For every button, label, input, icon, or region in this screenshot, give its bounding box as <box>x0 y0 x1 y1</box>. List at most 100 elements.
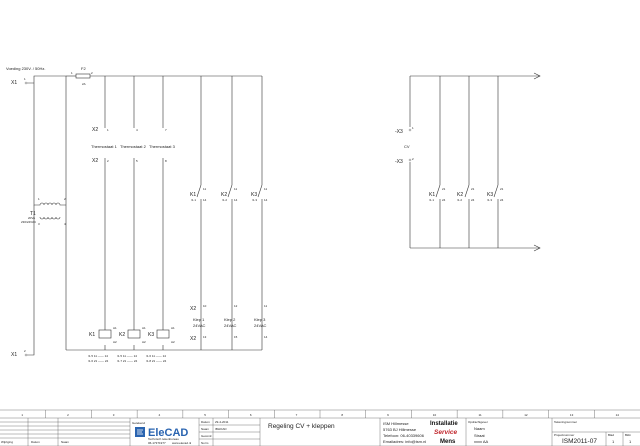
client-postcode: xxxx AA <box>474 439 489 444</box>
relay-k1-a2: A2 <box>113 340 117 344</box>
valve-1-wire <box>196 76 202 350</box>
relay-k3-coil <box>156 329 170 339</box>
cv-bus-top-arrow-icon <box>533 72 541 80</box>
date-label-checked: Gecontr. <box>201 434 213 438</box>
sheet-label: Blad <box>608 433 614 437</box>
title-block: Wijziging Datum Naam Getekend EleCAD Tec… <box>0 418 640 446</box>
valve-3-wire <box>257 76 263 350</box>
relay-k1-coil <box>98 329 112 339</box>
terminal-x1-top-symbol <box>24 81 28 85</box>
valve-1-voltage: 24VAC <box>193 323 205 328</box>
date-block: Datum Naam Gecontr. Norm 29-4-2011 IBHOA… <box>199 418 261 446</box>
thermostat-3-top-num: 7 <box>165 128 167 132</box>
relay-k3-a2: A2 <box>171 340 175 344</box>
terminal-x1-bottom: X1 <box>11 352 17 358</box>
transformer-voltage: 230/24VAC <box>21 220 37 224</box>
supply-wire-neutral <box>27 205 35 356</box>
valve-3-contact-ref: /1.3 <box>252 198 257 202</box>
cv-contact-k2-wire <box>464 76 470 248</box>
grid-number: 4 <box>159 413 161 417</box>
installatie-logo-line-3: Mens <box>440 439 456 445</box>
valve-section: K1 /1.1 11 14 X2 10 Klep 1 24VAC X2 13 K… <box>190 76 268 350</box>
date-label-name: Naam <box>201 427 210 431</box>
revision-header-change: Wijziging <box>1 440 13 444</box>
thermostat-column-3: 7 Thermostaat 3 8 K3 A1 A2 /1.6 11 —— 14… <box>146 76 176 363</box>
date-label-date: Datum <box>201 420 210 424</box>
cv-contact-k3-pin-b: 24 <box>500 198 504 202</box>
relay-k2-xref-b: /1.7 21 —— 24 <box>117 359 138 363</box>
thermostat-2-top-num: 4 <box>136 128 138 132</box>
valve-1-contact-ref: /1.1 <box>191 198 196 202</box>
revision-area: Wijziging Datum Naam <box>0 418 131 446</box>
designer-block: Getekend EleCAD Technisch tekenbureau 06… <box>132 418 200 446</box>
valve-1-bottom-terminal: X2 <box>190 336 196 342</box>
transformer-pin-2: 2 <box>64 197 66 201</box>
grid-number: 7 <box>296 413 298 417</box>
project-number-label: Projectnummer <box>554 433 574 437</box>
date-label-norm: Norm <box>201 441 209 445</box>
revision-header-name: Naam <box>61 440 70 444</box>
power-supply: Voeding 230V. / 50Hz. X1 1 F2 1 2 2A T1 … <box>6 66 262 358</box>
relay-k2-a1: A1 <box>142 326 146 330</box>
thermostat-column-1: X2 1 Thermostaat 1 X2 2 K1 A1 A2 /1.5 11… <box>88 76 118 363</box>
grid-number: 9 <box>387 413 389 417</box>
cv-contact-k3-wire <box>493 76 499 248</box>
cv-section: -X3 1 CV -X3 2 K1 /1.1 21 24 K2 /1.2 21 … <box>395 72 541 252</box>
cv-label: CV <box>404 144 410 149</box>
transformer-rating: 20VA <box>28 216 35 220</box>
valve-2-voltage: 24VAC <box>224 323 236 328</box>
valve-3-pin-b: 14 <box>264 198 268 202</box>
grid-number: 5 <box>204 413 206 417</box>
number-block: Tekeningnummer Projectnummer ISM2011-07 … <box>552 420 640 446</box>
fuse-rating: 2A <box>82 82 86 86</box>
valve-column-3: K3 /1.3 11 14 11 Klep 3 24VAC 14 <box>251 76 268 350</box>
thermostat-1-name: Thermostaat 1 <box>91 144 118 149</box>
cv-contact-k1: K1 /1.1 21 24 <box>429 76 446 248</box>
client-block: Opdrachtgever Naam Straat xxxx AA <box>468 418 553 446</box>
cv-bus-bottom-arrow-icon <box>533 244 541 252</box>
valve-2-name: Klep 2 <box>224 317 236 322</box>
thermostat-2-name: Thermostaat 2 <box>120 144 147 149</box>
relay-k1-xref-b: /1.6 21 —— 24 <box>88 359 109 363</box>
date-value-name: IBHOAD <box>215 427 227 431</box>
company-name: ISM Hillmesse <box>383 421 409 426</box>
valve-3-pin-a: 11 <box>264 187 267 191</box>
valve-1-bottom-num: 13 <box>203 335 207 339</box>
elecad-logo-text: EleCAD <box>148 427 188 439</box>
elecad-tagline: Technisch tekenbureau <box>148 437 179 441</box>
cv-contact-k1-label: K1 <box>429 192 435 198</box>
relay-k3-xref-a: /1.6 11 —— 14 <box>146 354 166 358</box>
valve-3-voltage: 24VAC <box>254 323 266 328</box>
relay-k2-xref-a: /1.5 11 —— 14 <box>117 354 137 358</box>
cv-terminal-bottom-num: 2 <box>412 157 414 161</box>
designer-label: Getekend <box>132 421 145 425</box>
valve-3-bottom-num: 14 <box>264 335 268 339</box>
transformer-pin-4: 4 <box>64 222 66 226</box>
grid-number: 3 <box>113 413 115 417</box>
elecad-phone: 06-17371977 <box>148 441 166 445</box>
cv-terminal-top-num: 1 <box>412 126 414 130</box>
drawing-title: Regeling CV + kleppen <box>268 423 335 430</box>
valve-2-pin-a: 11 <box>234 187 237 191</box>
cv-terminal-bottom-symbol <box>408 158 412 162</box>
date-value-date: 29-4-2011 <box>215 420 229 424</box>
sheet-number: 1 <box>612 439 615 444</box>
thermostat-1-top-num: 1 <box>107 128 109 132</box>
valve-3-name: Klep 3 <box>254 317 266 322</box>
transformer-secondary <box>39 216 61 220</box>
valve-2-contact-label: K2 <box>221 192 227 198</box>
relay-k1-xref-a: /1.5 11 —— 14 <box>88 354 108 358</box>
project-number: ISM2011-07 <box>562 438 597 445</box>
cv-contact-k1-ref: /1.1 <box>429 198 434 202</box>
cv-contact-k3-ref: /1.3 <box>487 198 492 202</box>
client-street: Straat <box>474 433 486 438</box>
grid-number: 13 <box>570 413 574 417</box>
terminal-x1-top: X1 <box>11 80 17 86</box>
cv-contact-k2-pin-b: 24 <box>471 198 475 202</box>
cv-terminal-top-symbol <box>408 128 412 132</box>
installatie-logo-line-1: Installatie <box>430 421 458 427</box>
cv-contact-k1-wire <box>435 76 441 248</box>
grid-number: 11 <box>479 413 482 417</box>
thermostat-2-mid-num: 5 <box>136 159 138 163</box>
